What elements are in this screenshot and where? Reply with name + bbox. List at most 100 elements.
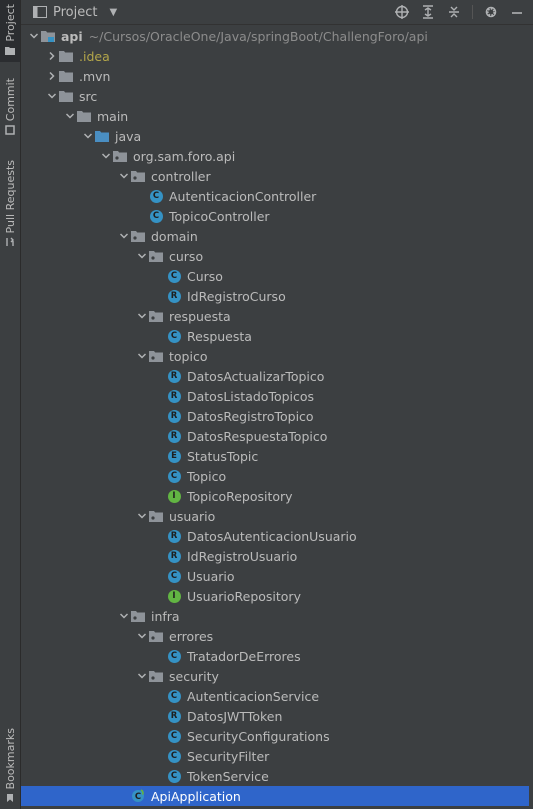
svg-text:C: C bbox=[135, 792, 141, 802]
tree-row-label: domain bbox=[151, 228, 198, 244]
record-icon: R bbox=[167, 549, 181, 563]
package-icon bbox=[131, 229, 145, 243]
class-icon: C bbox=[149, 189, 163, 203]
tree-row-apiapplication[interactable]: C ApiApplication bbox=[21, 786, 529, 806]
tree-spacer bbox=[153, 466, 167, 486]
tab-pull-requests-label: Pull Requests bbox=[3, 160, 17, 234]
chevron-down-icon[interactable] bbox=[135, 246, 149, 266]
minimize-icon[interactable] bbox=[509, 4, 525, 20]
package-icon bbox=[149, 349, 163, 363]
chevron-down-icon[interactable] bbox=[135, 306, 149, 326]
tree-row-label: ApiApplication bbox=[151, 788, 241, 804]
tab-bookmarks[interactable]: Bookmarks bbox=[0, 728, 20, 809]
chevron-down-icon[interactable] bbox=[135, 626, 149, 646]
tree-row-curso[interactable]: curso bbox=[21, 246, 533, 266]
collapse-all-icon[interactable] bbox=[446, 4, 462, 20]
chevron-down-icon[interactable] bbox=[135, 506, 149, 526]
package-icon bbox=[149, 509, 163, 523]
tab-bookmarks-label: Bookmarks bbox=[3, 728, 17, 790]
tree-row-respuesta[interactable]: respuesta bbox=[21, 306, 533, 326]
chevron-down-icon[interactable] bbox=[63, 106, 77, 126]
expand-all-icon[interactable] bbox=[420, 4, 436, 20]
record-icon: R bbox=[167, 529, 181, 543]
crosshair-icon[interactable] bbox=[394, 4, 410, 20]
record-badge: R bbox=[167, 429, 181, 443]
record-badge: R bbox=[167, 389, 181, 403]
tree-row-main[interactable]: main bbox=[21, 106, 533, 126]
tab-project[interactable]: Project bbox=[0, 0, 20, 62]
tree-row-domain[interactable]: domain bbox=[21, 226, 533, 246]
chevron-down-icon[interactable] bbox=[27, 26, 41, 46]
tree-row-errores[interactable]: errores bbox=[21, 626, 533, 646]
chevron-right-icon[interactable] bbox=[45, 66, 59, 86]
tree-row-usuario[interactable]: usuario bbox=[21, 506, 533, 526]
interface-badge: I bbox=[167, 489, 181, 503]
chevron-down-icon[interactable] bbox=[117, 606, 131, 626]
class-icon: C bbox=[167, 329, 181, 343]
record-badge: R bbox=[167, 409, 181, 423]
tree-row-infra[interactable]: infra bbox=[21, 606, 533, 626]
class-badge: C bbox=[167, 729, 181, 743]
chevron-down-icon[interactable] bbox=[117, 166, 131, 186]
enum-icon: E bbox=[167, 449, 181, 463]
tree-row-topico[interactable]: topico bbox=[21, 346, 533, 366]
tree-spacer bbox=[153, 546, 167, 566]
folder-icon bbox=[77, 109, 91, 123]
chevron-down-icon[interactable] bbox=[99, 146, 113, 166]
tree-row-label: java bbox=[115, 128, 142, 144]
tree-spacer bbox=[135, 206, 149, 226]
tree-spacer bbox=[153, 586, 167, 606]
tree-row-controller[interactable]: controller bbox=[21, 166, 533, 186]
chevron-down-icon[interactable] bbox=[81, 126, 95, 146]
tab-pull-requests[interactable]: Pull Requests bbox=[0, 160, 20, 252]
tab-commit[interactable]: Commit bbox=[0, 78, 20, 148]
tree-row-mvn[interactable]: .mvn bbox=[21, 66, 533, 86]
tree-row-datosautenticacionusuario[interactable]: R DatosAutenticacionUsuario bbox=[21, 526, 533, 546]
chevron-right-icon[interactable] bbox=[45, 46, 59, 66]
chevron-down-icon[interactable] bbox=[135, 666, 149, 686]
chevron-down-icon[interactable] bbox=[135, 346, 149, 366]
class-icon: C bbox=[167, 569, 181, 583]
record-badge: R bbox=[167, 289, 181, 303]
tree-row-src[interactable]: src bbox=[21, 86, 533, 106]
caret-down-icon[interactable]: ▼ bbox=[109, 6, 118, 18]
chevron-down-icon[interactable] bbox=[117, 226, 131, 246]
tree-row-respuesta[interactable]: C Respuesta bbox=[21, 326, 533, 346]
tree-row-api[interactable]: api~/Cursos/OracleOne/Java/springBoot/Ch… bbox=[21, 26, 533, 46]
tree-row-org-sam-foro-api[interactable]: org.sam.foro.api bbox=[21, 146, 533, 166]
package-icon bbox=[131, 169, 145, 183]
tree-row-label: AutenticacionController bbox=[169, 188, 317, 204]
tree-row-security[interactable]: security bbox=[21, 666, 533, 686]
tree-row-autenticacioncontroller[interactable]: C AutenticacionController bbox=[21, 186, 533, 206]
chevron-down-icon[interactable] bbox=[45, 86, 59, 106]
record-icon: R bbox=[167, 409, 181, 423]
tree-row-label: Respuesta bbox=[187, 328, 252, 344]
tree-row-label: DatosAutenticacionUsuario bbox=[187, 528, 357, 544]
tree-row-usuario[interactable]: C Usuario bbox=[21, 566, 533, 586]
tree-row-idea[interactable]: .idea bbox=[21, 46, 533, 66]
pull-request-icon bbox=[6, 237, 14, 247]
tree-row-java[interactable]: java bbox=[21, 126, 533, 146]
tree-row-label: Usuario bbox=[187, 568, 235, 584]
tree-row-label: infra bbox=[151, 608, 180, 624]
gear-icon[interactable] bbox=[483, 4, 499, 20]
class-icon: C bbox=[167, 689, 181, 703]
